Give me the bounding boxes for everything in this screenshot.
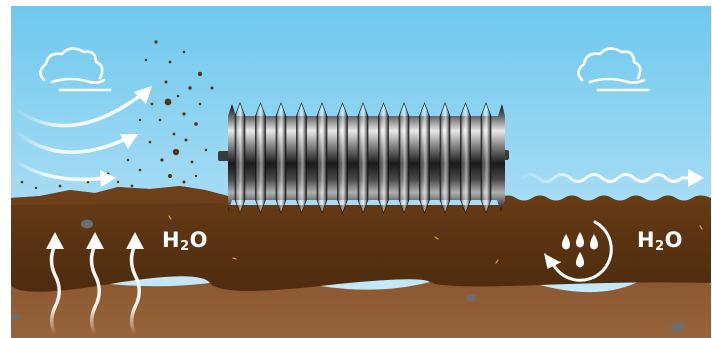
dirt-particle bbox=[127, 159, 130, 162]
dirt-particle bbox=[199, 103, 202, 106]
dirt-particle bbox=[145, 59, 147, 61]
roller-rib bbox=[235, 103, 245, 213]
roller-rib bbox=[420, 103, 430, 213]
dirt-particle bbox=[169, 61, 172, 64]
dirt-particle bbox=[159, 119, 162, 122]
dirt-particle bbox=[211, 87, 214, 90]
roller-rib bbox=[338, 103, 348, 213]
water-label-left: H2O bbox=[162, 228, 208, 254]
dirt-particle bbox=[154, 40, 157, 43]
dirt-particle bbox=[151, 103, 154, 106]
roller-rib bbox=[358, 103, 368, 213]
dirt-particle bbox=[173, 149, 179, 155]
label-o: O bbox=[190, 228, 208, 252]
dirt-particle bbox=[149, 141, 152, 144]
dirt-particle bbox=[188, 86, 191, 89]
roller-rib bbox=[461, 103, 471, 213]
dirt-particle bbox=[160, 158, 163, 161]
dirt-particle bbox=[185, 139, 188, 142]
dirt-particle bbox=[177, 95, 180, 98]
roller-rib bbox=[379, 103, 389, 213]
label-o: O bbox=[665, 228, 683, 252]
roller-rib bbox=[481, 103, 491, 213]
dirt-particle bbox=[194, 122, 198, 126]
roller-rib bbox=[317, 103, 327, 213]
dirt-particle bbox=[183, 181, 186, 184]
label-subscript: 2 bbox=[655, 239, 665, 254]
dirt-particle bbox=[139, 169, 142, 172]
dirt-particle bbox=[21, 181, 24, 184]
dirt-particle bbox=[173, 133, 176, 136]
dirt-particle bbox=[198, 72, 202, 76]
dirt-particle bbox=[59, 185, 62, 188]
dirt-particle bbox=[165, 81, 168, 84]
roller-crimper bbox=[218, 103, 509, 213]
roller-rib bbox=[297, 103, 307, 213]
water-label-right: H2O bbox=[637, 228, 683, 254]
roller-rib bbox=[276, 103, 286, 213]
roller-rib bbox=[440, 103, 450, 213]
label-subscript: 2 bbox=[180, 239, 190, 254]
dirt-particle bbox=[183, 51, 186, 54]
dirt-particle bbox=[195, 175, 197, 177]
dirt-particle bbox=[35, 187, 37, 189]
dirt-particle bbox=[182, 112, 185, 115]
label-h: H bbox=[637, 228, 655, 252]
roller-rib bbox=[256, 103, 266, 213]
dirt-particle bbox=[131, 185, 134, 188]
label-h: H bbox=[162, 228, 180, 252]
dirt-particle bbox=[191, 161, 194, 164]
dirt-particle bbox=[139, 119, 141, 121]
dirt-particle bbox=[165, 99, 172, 106]
dirt-particle bbox=[205, 149, 207, 151]
dirt-particle bbox=[117, 181, 119, 183]
dirt-particle bbox=[168, 174, 172, 178]
roller-rib bbox=[399, 103, 409, 213]
